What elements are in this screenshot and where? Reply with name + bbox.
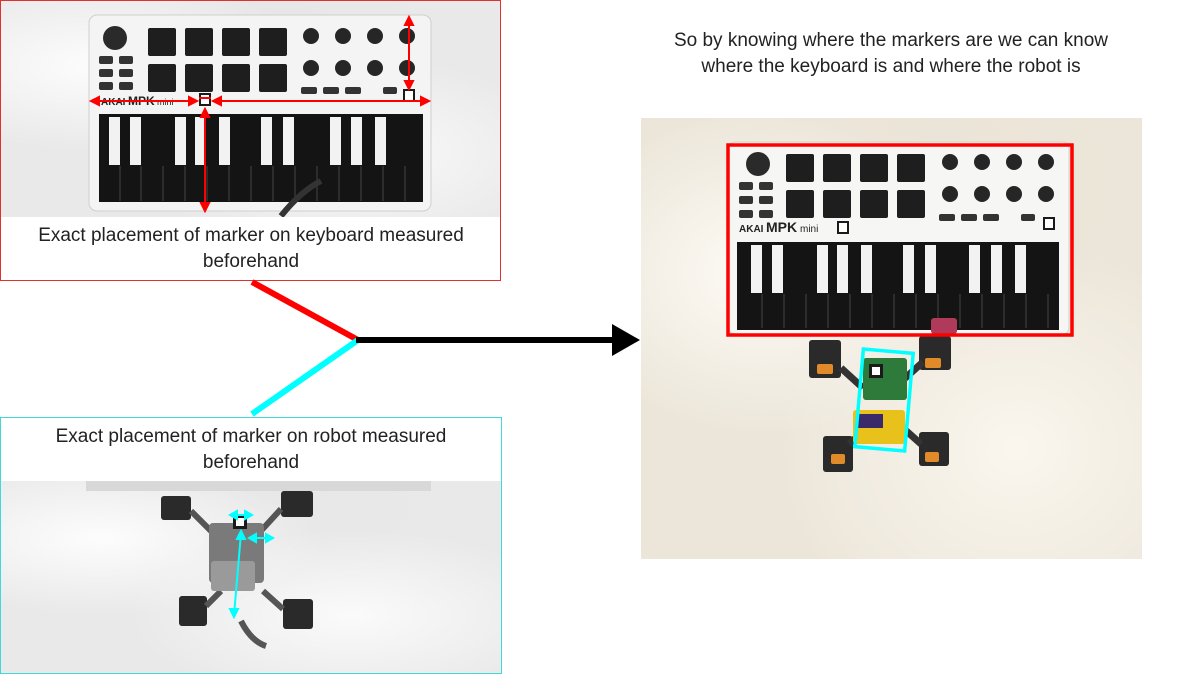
conclusion-caption: So by knowing where the markers are we c… — [673, 30, 1109, 77]
robot-highlight-box — [852, 347, 916, 453]
main-arrow-head — [612, 324, 640, 356]
keyboard-measurement-arrows — [88, 14, 432, 214]
keyboard-connector-line — [250, 279, 360, 343]
composite-brand-suffix: mini — [800, 224, 818, 235]
keyboard-photo-illustration: AKAI MPK mini — [88, 14, 432, 217]
composite-photo-illustration: AKAI MPK mini — [726, 141, 1074, 472]
composite-brand-maker: AKAI — [739, 224, 764, 235]
keyboard-brand-maker: AKAI — [101, 97, 126, 108]
composite-photo: AKAI MPK mini — [641, 118, 1142, 559]
robot-photo — [1, 481, 501, 673]
composite-brand-model: MPK — [766, 219, 797, 235]
keyboard-marker-caption: Exact placement of marker on keyboard me… — [38, 225, 464, 272]
robot-photo-illustration — [86, 481, 431, 649]
keyboard-marker-panel: AKAI MPK mini — [0, 0, 501, 281]
robot-marker-caption: Exact placement of marker on robot measu… — [55, 426, 447, 473]
robot-marker-panel: Exact placement of marker on robot measu… — [0, 417, 502, 674]
keyboard-highlight-box — [726, 143, 1074, 337]
robot-measurement-arrows — [227, 509, 276, 620]
connector-lines — [250, 279, 640, 417]
keyboard-photo: AKAI MPK mini — [1, 1, 500, 217]
robot-connector-line — [250, 337, 360, 417]
